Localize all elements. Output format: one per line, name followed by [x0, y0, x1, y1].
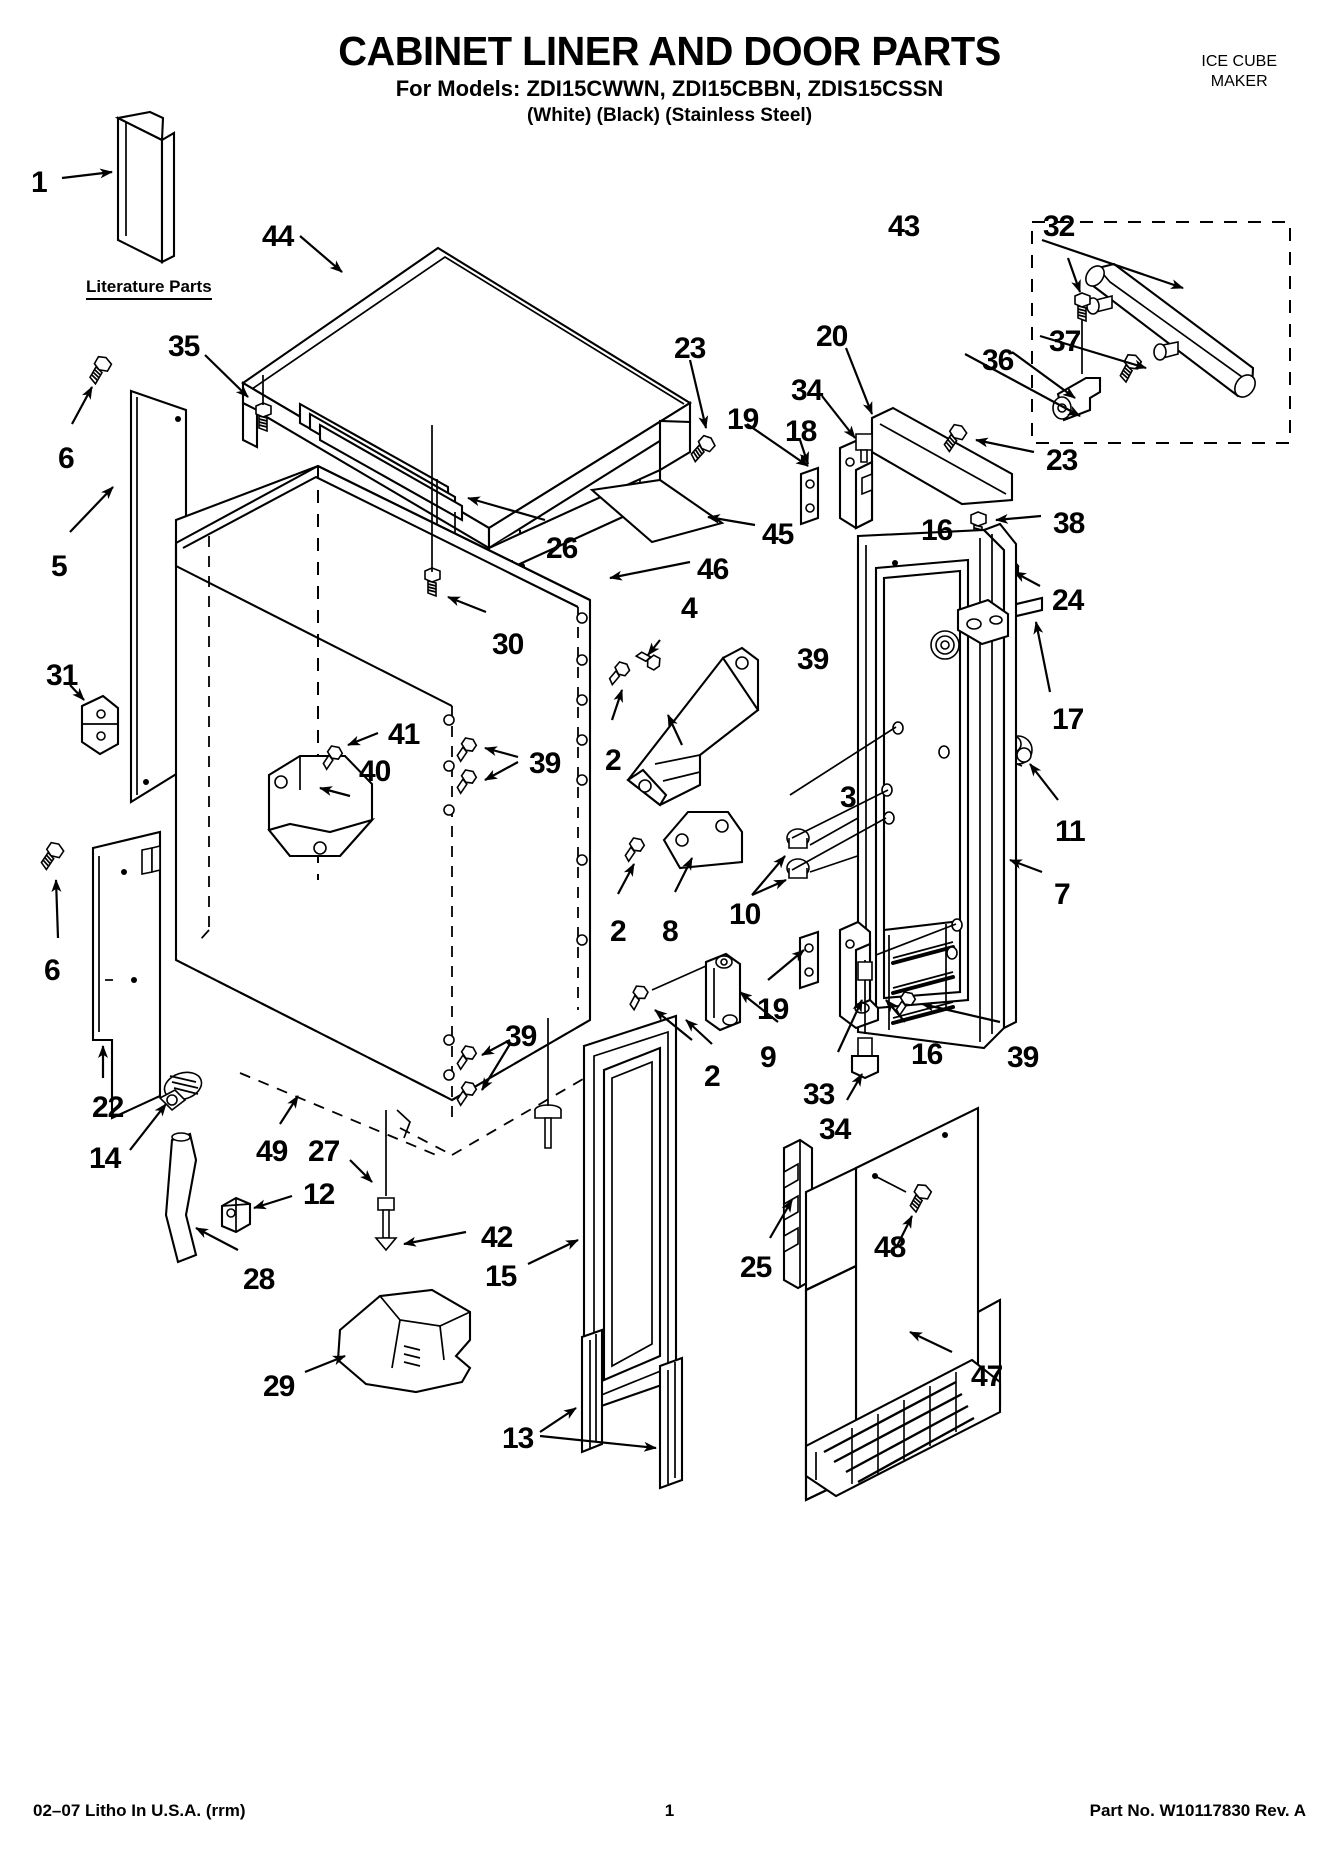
callout-45: 45 — [762, 518, 794, 551]
callout-37: 37 — [1049, 325, 1081, 358]
part-28-tube — [164, 1132, 198, 1264]
callout-15: 15 — [485, 1260, 517, 1293]
callout-34: 34 — [819, 1113, 851, 1146]
callout-40: 40 — [359, 755, 391, 788]
callout-28: 28 — [243, 1263, 275, 1296]
callout-2: 2 — [605, 744, 622, 777]
callout-11: 11 — [1055, 815, 1086, 848]
callout-30: 30 — [492, 628, 524, 661]
footer-left: 02–07 Litho In U.S.A. (rrm) — [33, 1801, 246, 1820]
callout-39: 39 — [1007, 1041, 1039, 1074]
callout-44: 44 — [262, 220, 294, 253]
footer-partno: Part No. W10117830 Rev. A — [1089, 1801, 1306, 1820]
callout-48: 48 — [874, 1231, 906, 1264]
callout-1: 1 — [31, 166, 48, 199]
part-8-bracket — [662, 810, 744, 870]
callout-7: 7 — [1054, 878, 1071, 911]
part-3-bracket — [626, 646, 760, 807]
ice-cube-maker-label: ICE CUBE MAKER — [1201, 53, 1277, 90]
part-34-stud — [855, 433, 873, 463]
callout-31: 31 — [46, 659, 78, 692]
callout-35: 35 — [168, 330, 200, 363]
part-31-hinge — [80, 694, 120, 756]
part-18-bracket — [799, 466, 820, 526]
part-14-hose-clamp — [158, 1071, 203, 1112]
part-26-rail — [298, 402, 464, 547]
callout-39: 39 — [529, 747, 561, 780]
part-34-lower-stud — [850, 1037, 880, 1080]
part-1-literature — [114, 110, 176, 264]
callout-2: 2 — [704, 1060, 721, 1093]
callout-20: 20 — [816, 320, 848, 353]
part-15-gasket-frame — [582, 1014, 678, 1414]
callout-13: 13 — [502, 1422, 534, 1455]
callout-29: 29 — [263, 1370, 295, 1403]
callout-34: 34 — [791, 374, 823, 407]
callout-6: 6 — [44, 954, 61, 987]
part-42-long-screw — [374, 1018, 562, 1252]
callout-39: 39 — [797, 643, 829, 676]
literature-parts-label: Literature Parts — [86, 277, 212, 300]
callout-5: 5 — [51, 550, 68, 583]
part-45-plate — [589, 478, 725, 544]
callout-14: 14 — [89, 1142, 121, 1175]
callout-12: 12 — [303, 1178, 335, 1211]
callout-32: 32 — [1043, 210, 1075, 243]
callout-6: 6 — [58, 442, 75, 475]
callout-33: 33 — [803, 1078, 835, 1111]
part-40-bracket — [267, 754, 376, 858]
callout-36: 36 — [982, 344, 1014, 377]
part-20-trim-bar — [870, 406, 1014, 506]
callout-41: 41 — [388, 718, 420, 751]
callout-27: 27 — [308, 1135, 340, 1168]
callout-16: 16 — [921, 514, 953, 547]
part-47-grille — [804, 1358, 1002, 1498]
part-7-door-panel — [789, 522, 1018, 1050]
footer-page: 1 — [664, 1801, 675, 1820]
models-subtitle: For Models: ZDI15CWWN, ZDI15CBBN, ZDIS15… — [395, 76, 944, 101]
callout-4: 4 — [681, 592, 698, 625]
callout-17: 17 — [1052, 703, 1084, 736]
callout-25: 25 — [740, 1251, 772, 1284]
callout-10: 10 — [729, 898, 761, 931]
callout-49: 49 — [256, 1135, 288, 1168]
callout-39: 39 — [505, 1020, 537, 1053]
callout-22: 22 — [92, 1091, 124, 1124]
callout-2: 2 — [610, 915, 627, 948]
part-6-lower-panel — [91, 830, 162, 1120]
callout-23: 23 — [1046, 444, 1078, 477]
callout-9: 9 — [760, 1041, 777, 1074]
callout-47: 47 — [971, 1360, 1003, 1393]
handle-kit-dashed-box — [1031, 221, 1291, 444]
callout-42: 42 — [481, 1221, 513, 1254]
callout-16: 16 — [911, 1038, 943, 1071]
callout-23: 23 — [674, 332, 706, 365]
part-19-lower-bracket — [798, 930, 820, 990]
door-top-hinge-pocket — [956, 598, 1010, 646]
callout-38: 38 — [1053, 507, 1085, 540]
callout-19: 19 — [727, 403, 759, 436]
part-29-scoop — [336, 1288, 472, 1394]
part-13-strips — [580, 1328, 684, 1490]
part-10-pins — [786, 828, 810, 879]
callout-46: 46 — [697, 553, 729, 586]
colors-subtitle: (White) (Black) (Stainless Steel) — [526, 105, 813, 126]
part-9-latch — [704, 952, 742, 1032]
callout-8: 8 — [662, 915, 679, 948]
callout-24: 24 — [1052, 584, 1084, 617]
part-12-nut — [220, 1196, 252, 1234]
callout-26: 26 — [546, 532, 578, 565]
callout-43: 43 — [888, 210, 920, 243]
callout-18: 18 — [785, 415, 817, 448]
callout-3: 3 — [840, 781, 857, 814]
part-32-handle — [1085, 262, 1256, 398]
page-title: CABINET LINER AND DOOR PARTS — [338, 28, 1001, 74]
callout-19: 19 — [757, 993, 789, 1026]
